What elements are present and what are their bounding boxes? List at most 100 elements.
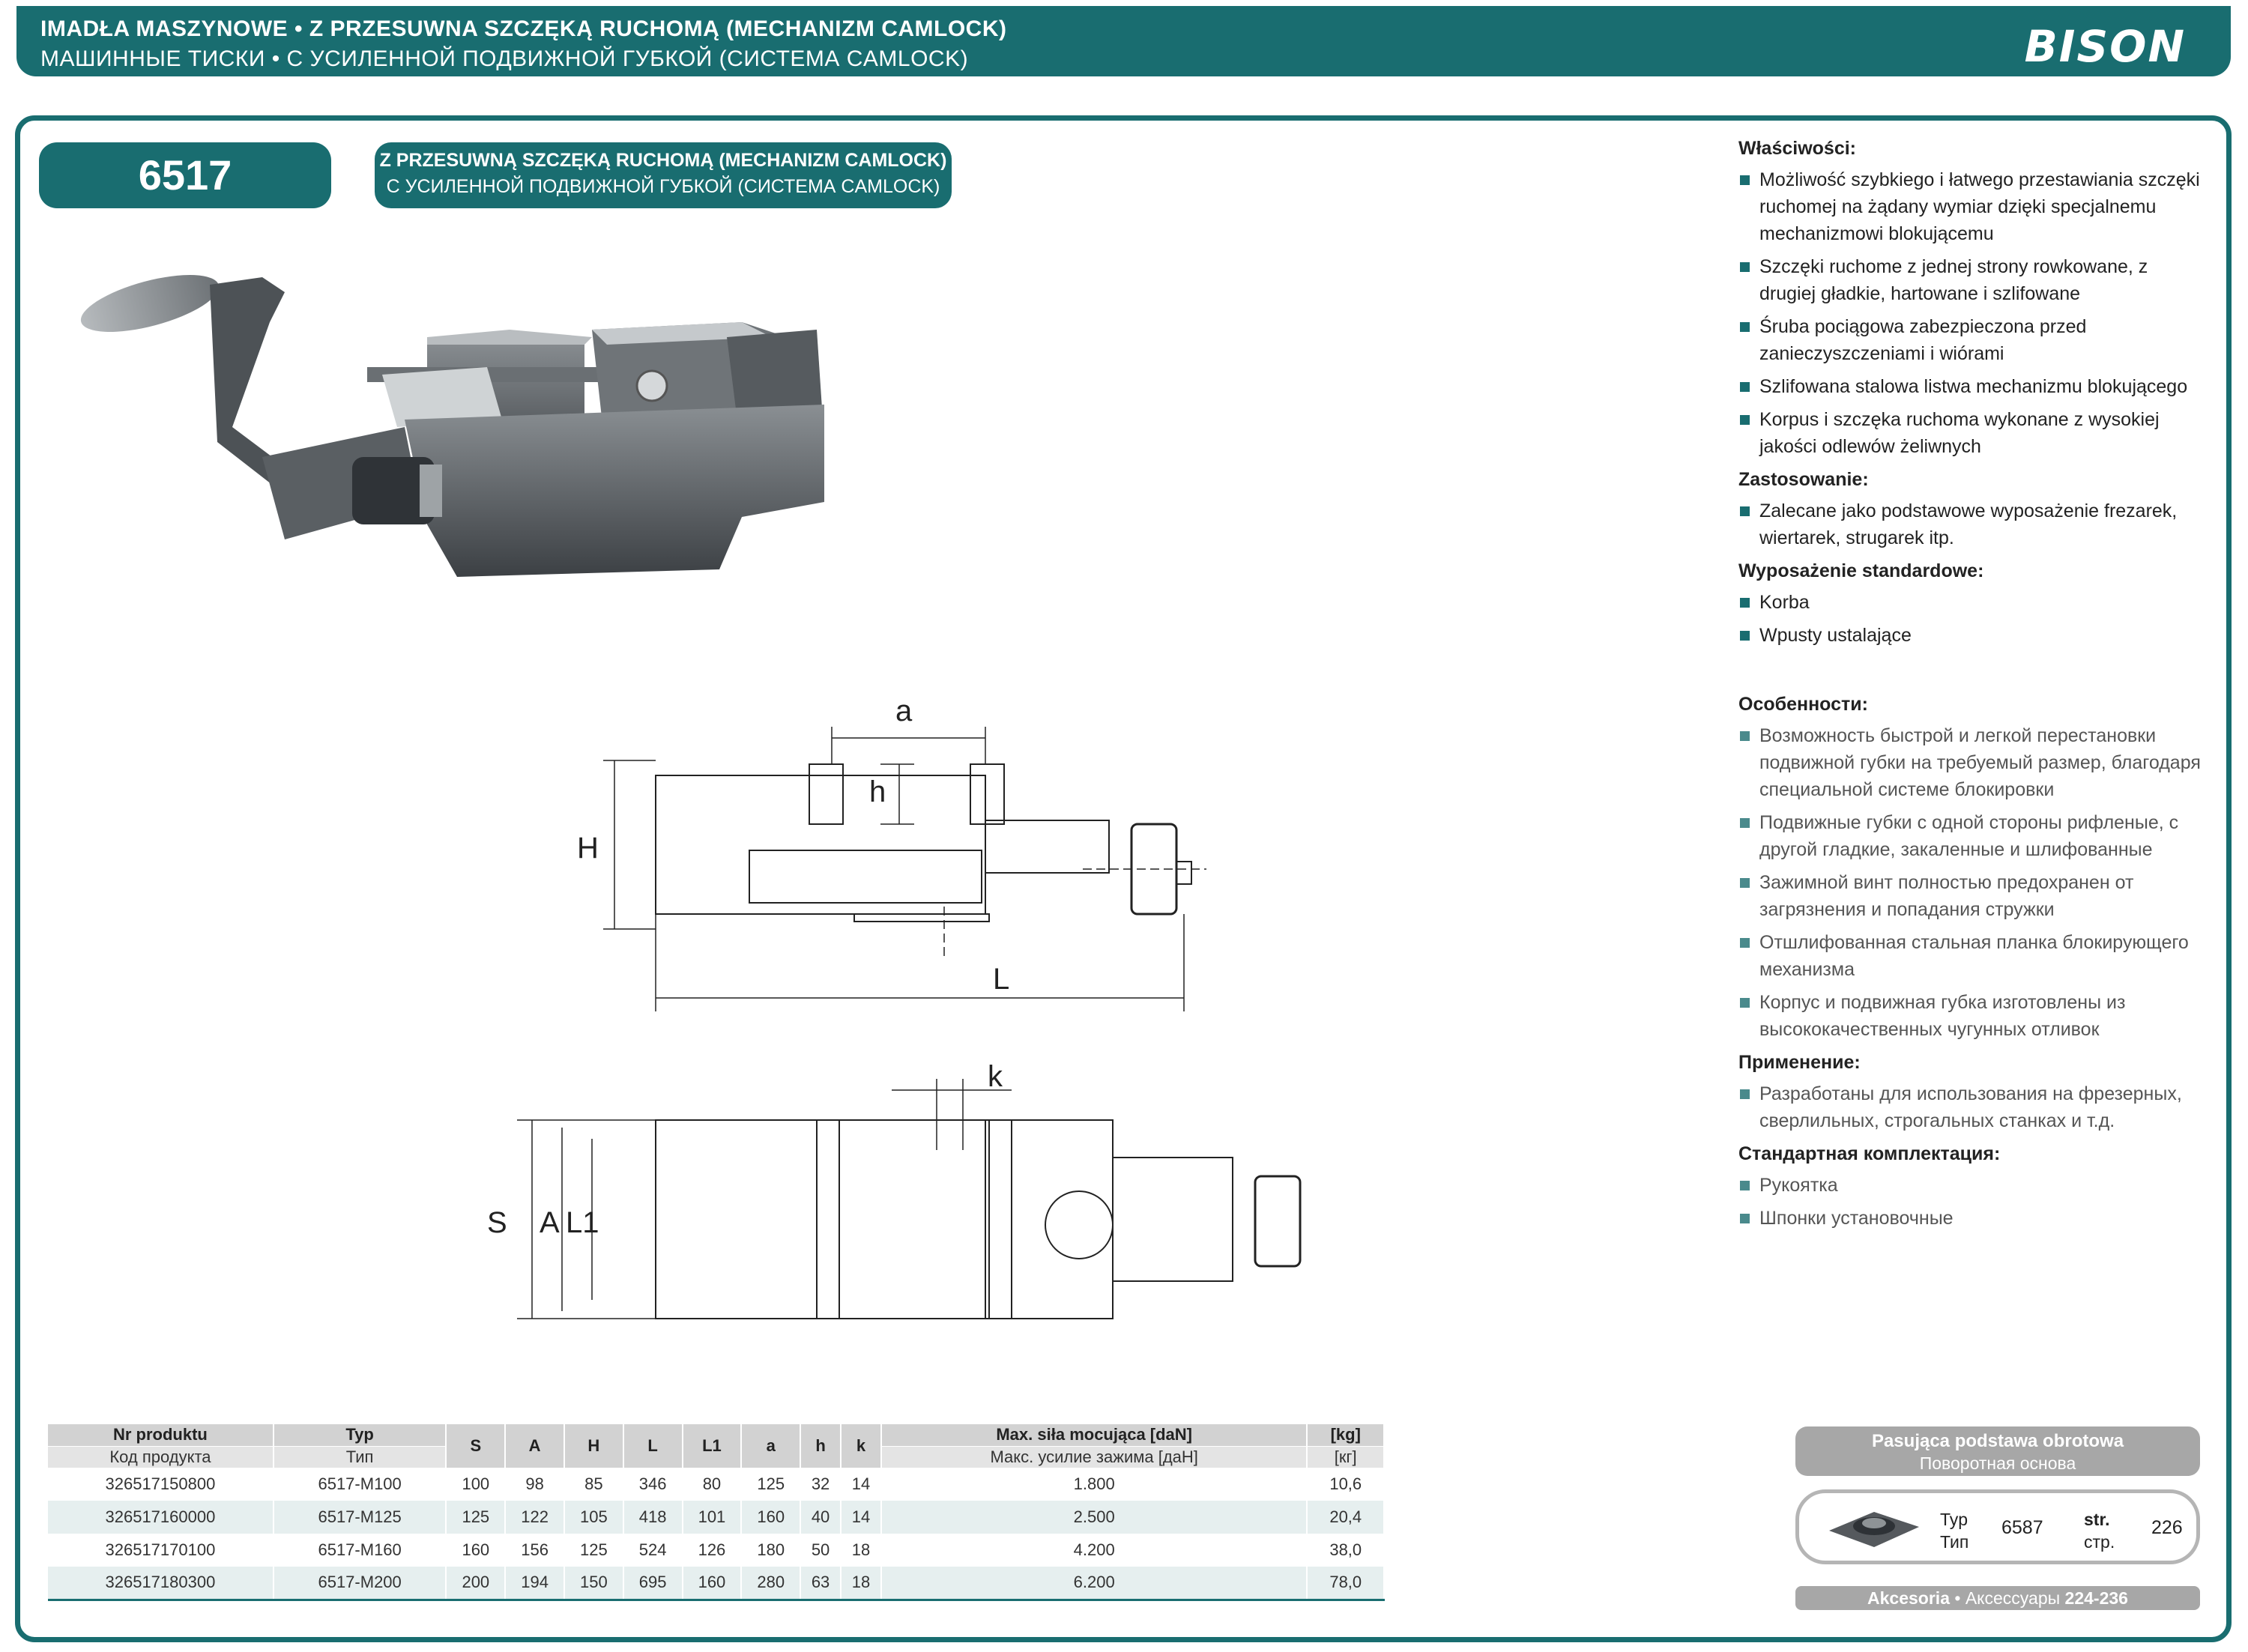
top-view-drawing: S A L1 k [487,1060,1302,1319]
rotary-base-type-label: Typ Тип [1940,1508,1968,1553]
accessories-label-ru: Аксессуары [1965,1588,2061,1608]
col-L1: L1 [682,1424,743,1468]
table-cell: 280 [741,1567,802,1601]
property-ru: Подвижные губки с одной стороны рифленые… [1738,809,2203,863]
table-cell: 18 [841,1567,882,1601]
table-cell: 160 [741,1501,802,1534]
table-cell: 346 [623,1468,683,1501]
table-cell: 326517150800 [48,1468,274,1501]
table-cell: 78,0 [1307,1567,1385,1601]
dim-label-L1: L1 [566,1206,599,1239]
table-cell: 80 [682,1468,743,1501]
rotary-base-photo [1829,1512,1919,1547]
table-row: 326517170100 6517-M160 160 156 125 524 1… [48,1534,1385,1567]
dim-label-h: h [869,775,886,808]
properties-title-pl: Właściwości: [1738,138,1856,159]
table-cell: 1.800 [880,1468,1308,1501]
table-cell: 100 [446,1468,507,1501]
equipment-title-pl: Wyposażenie standardowe: [1738,560,1984,581]
features-pl: Właściwości: Możliwość szybkiego i łatwe… [1738,130,2203,655]
rotary-base-type-value: 6587 [2001,1517,2043,1538]
subtitle-pl: Z PRZESUWNĄ SZCZĘKĄ RUCHOMĄ (MECHANIZM C… [379,150,947,171]
col-type: Typ [273,1424,447,1447]
col-weight: [kg] [1307,1424,1385,1447]
col-A: A [505,1424,565,1468]
application-ru: Разработаны для использования на фрезерн… [1738,1080,2203,1134]
table-cell: 180 [741,1534,802,1567]
col-k: k [841,1424,882,1468]
table-cell: 6517-M125 [273,1501,447,1534]
property-ru: Корпус и подвижная губка изготовлены из … [1738,989,2203,1043]
table-cell: 326517160000 [48,1501,274,1534]
table-cell: 326517170100 [48,1534,274,1567]
col-product-no-ru: Код продукта [48,1446,274,1468]
application-title-ru: Применение: [1738,1052,1861,1073]
properties-title-ru: Особенности: [1738,694,1868,715]
dim-label-L: L [993,963,1009,996]
product-subtitle-badge: Z PRZESUWNĄ SZCZĘKĄ RUCHOMĄ (MECHANIZM C… [375,142,952,208]
table-cell: 695 [623,1567,683,1601]
side-view-drawing: a H h L [577,695,1206,1011]
table-cell: 160 [682,1567,743,1601]
features-ru: Особенности: Возможность быстрой и легко… [1738,686,2203,1238]
table-cell: 200 [446,1567,507,1601]
table-cell: 20,4 [1307,1501,1385,1534]
rotary-base-title-pl: Pasująca podstawa obrotowa [1871,1431,2124,1451]
table-cell: 6517-M100 [273,1468,447,1501]
property-pl: Śruba pociągowa zabezpieczona przed zani… [1738,313,2203,367]
rotary-base-page-value: 226 [2151,1517,2183,1538]
bullet-separator: • [1954,1588,1966,1608]
col-H: H [563,1424,624,1468]
table-cell: 50 [800,1534,842,1567]
table-cell: 14 [841,1501,882,1534]
header-bar: IMADŁA MASZYNOWE • Z PRZESUWNA SZCZĘKĄ R… [16,6,2231,76]
table-cell: 2.500 [880,1501,1308,1534]
col-max-force-ru: Макс. усилие зажима [даН] [880,1446,1308,1468]
application-pl: Zalecane jako podstawowe wyposażenie fre… [1738,497,2203,551]
table-cell: 125 [563,1534,624,1567]
table-row: 326517160000 6517-M125 125 122 105 418 1… [48,1501,1385,1534]
application-title-pl: Zastosowanie: [1738,469,1869,490]
property-ru: Зажимной винт полностью предохранен от з… [1738,869,2203,923]
table-cell: 10,6 [1307,1468,1385,1501]
dim-label-S: S [487,1206,507,1239]
property-pl: Szczęki ruchome z jednej strony rowkowan… [1738,253,2203,307]
rotary-base-title-ru: Поворотная основа [1919,1453,2076,1473]
rotary-base-page-label: str. стр. [2084,1508,2115,1553]
page-label-ru: стр. [2084,1532,2115,1552]
rotary-base-header: Pasująca podstawa obrotowa Поворотная ос… [1795,1426,2200,1476]
property-pl: Możliwość szybkiego i łatwego przestawia… [1738,166,2203,247]
accessories-label-pl: Akcesoria [1867,1588,1950,1608]
vise-photo [80,274,824,577]
table-cell: 125 [446,1501,507,1534]
dim-label-a: a [895,695,913,727]
subtitle-ru: С УСИЛЕННОЙ ПОДВИЖНОЙ ГУБКОЙ (СИСТЕМА CA… [386,176,940,197]
col-a: a [741,1424,802,1468]
col-max-force: Max. siła mocująca [daN] [880,1424,1308,1447]
table-cell: 125 [741,1468,802,1501]
col-type-ru: Тип [273,1446,447,1468]
table-row: 326517180300 6517-M200 200 194 150 695 1… [48,1567,1385,1601]
table-cell: 194 [505,1567,565,1601]
col-weight-ru: [кг] [1307,1446,1385,1468]
table-row: 326517150800 6517-M100 100 98 85 346 80 … [48,1468,1385,1501]
product-code-badge: 6517 [39,142,331,208]
table-cell: 14 [841,1468,882,1501]
accessories-pages: 224-236 [2064,1588,2128,1608]
equipment-pl: Wpusty ustalające [1738,622,2203,649]
col-product-no: Nr produktu [48,1424,274,1447]
table-cell: 524 [623,1534,683,1567]
type-label-ru: Тип [1940,1532,1969,1552]
table-cell: 40 [800,1501,842,1534]
dim-label-k: k [988,1060,1003,1093]
equipment-pl: Korba [1738,589,2203,616]
table-cell: 18 [841,1534,882,1567]
bison-logo: BISON [2024,21,2186,72]
table-cell: 85 [563,1468,624,1501]
table-cell: 6517-M160 [273,1534,447,1567]
equipment-ru: Шпонки установочные [1738,1205,2203,1232]
table-cell: 32 [800,1468,842,1501]
header-title-ru: МАШИННЫЕ ТИСКИ • С УСИЛЕННОЙ ПОДВИЖНОЙ Г… [40,46,969,71]
table-cell: 4.200 [880,1534,1308,1567]
col-L: L [623,1424,683,1468]
